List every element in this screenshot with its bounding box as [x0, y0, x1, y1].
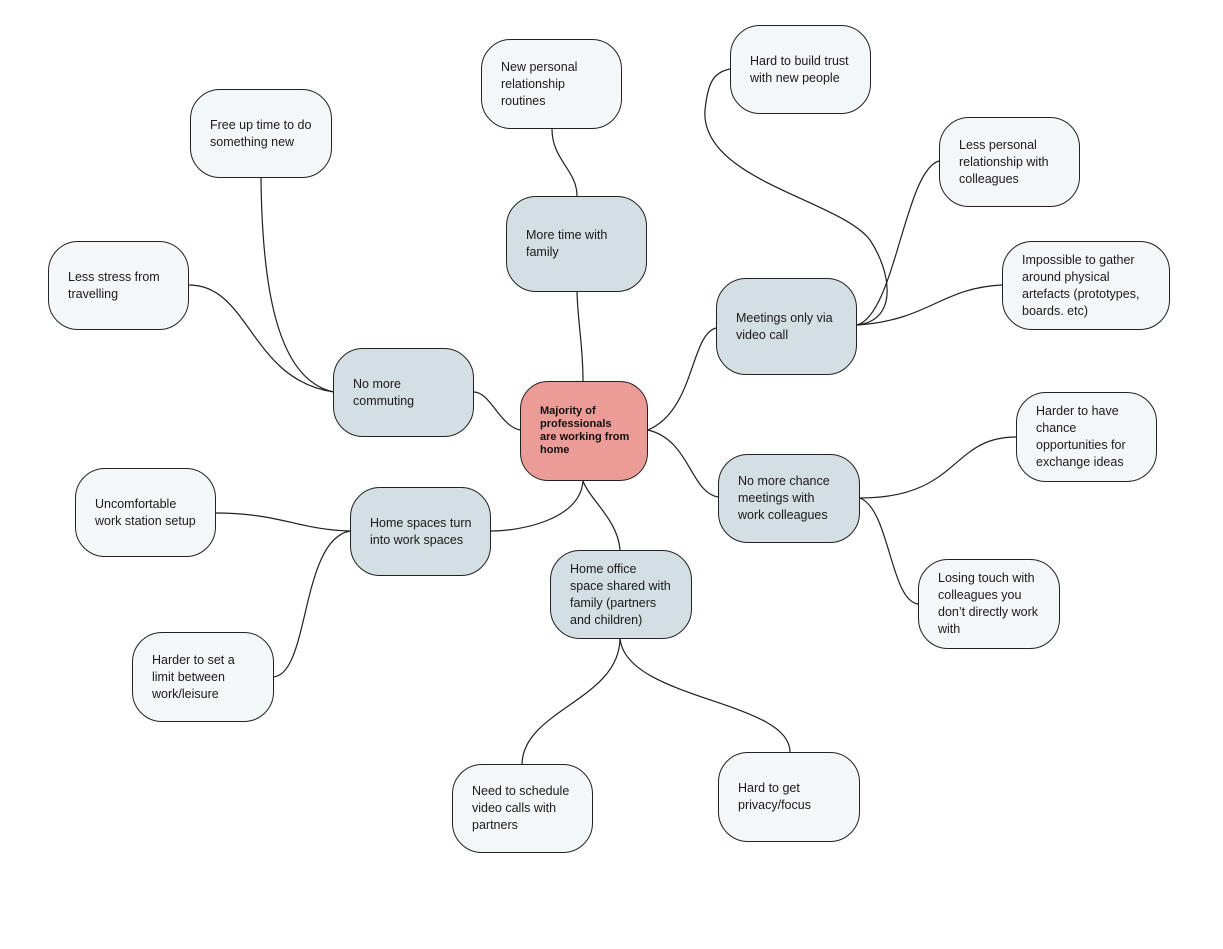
- connector-homespaces-workstation: [214, 512, 351, 532]
- branch-more-time-with-family[interactable]: More time with family: [506, 196, 647, 292]
- connector-chance-exchange: [859, 436, 1017, 499]
- connector-commuting-freetime: [260, 176, 335, 393]
- leaf-relationship-routines[interactable]: New personal relationship routines: [481, 39, 622, 129]
- branch-label: No more commuting: [353, 376, 415, 408]
- branch-label: Meetings only via video call: [736, 310, 833, 342]
- leaf-label: Hard to build trust with new people: [750, 53, 849, 85]
- branch-shared-home-office[interactable]: Home office space shared with family (pa…: [550, 550, 692, 639]
- leaf-schedule-video-calls[interactable]: Need to schedule video calls with partne…: [452, 764, 593, 853]
- connector-shared-schedule: [521, 637, 621, 766]
- leaf-label: Uncomfortable work station setup: [95, 496, 196, 528]
- connector-video-trust: [704, 68, 888, 326]
- connector-center-commuting: [473, 391, 521, 431]
- connector-center-chance: [647, 429, 719, 498]
- branch-label: Home office space shared with family (pa…: [570, 561, 671, 627]
- connector-center-homespaces: [490, 480, 584, 532]
- leaf-label: Impossible to gather around physical art…: [1022, 252, 1140, 318]
- connector-shared-privacy: [619, 637, 791, 753]
- leaf-losing-touch[interactable]: Losing touch with colleagues you don’t d…: [918, 559, 1060, 649]
- connector-homespaces-limit: [272, 530, 351, 678]
- leaf-workstation-setup[interactable]: Uncomfortable work station setup: [75, 468, 216, 557]
- leaf-label: Hard to get privacy/focus: [738, 781, 811, 812]
- leaf-free-up-time[interactable]: Free up time to do something new: [190, 89, 332, 178]
- leaf-label: Harder to set a limit between work/leisu…: [152, 652, 235, 701]
- connector-video-personal: [856, 160, 940, 326]
- connector-center-shared: [582, 480, 621, 551]
- connector-family-routines: [551, 128, 578, 197]
- leaf-physical-artefacts[interactable]: Impossible to gather around physical art…: [1002, 241, 1170, 330]
- leaf-work-leisure-limit[interactable]: Harder to set a limit between work/leisu…: [132, 632, 274, 722]
- leaf-label: Less personal relationship with colleagu…: [959, 137, 1049, 186]
- connector-chance-losing: [859, 497, 919, 605]
- leaf-label: Need to schedule video calls with partne…: [472, 784, 570, 832]
- connector-center-family: [576, 291, 584, 382]
- branch-no-more-commuting[interactable]: No more commuting: [333, 348, 474, 437]
- branch-label: No more chance meetings with work collea…: [738, 474, 830, 522]
- leaf-label: Losing touch with colleagues you don’t d…: [938, 571, 1039, 636]
- center-node-text: Majority of professionals are working fr…: [540, 405, 630, 456]
- branch-no-chance-meetings[interactable]: No more chance meetings with work collea…: [718, 454, 860, 543]
- leaf-less-stress[interactable]: Less stress from travelling: [48, 241, 189, 330]
- branch-home-spaces-work-spaces[interactable]: Home spaces turn into work spaces: [350, 487, 491, 576]
- connector-center-video: [647, 327, 717, 431]
- leaf-label: Less stress from travelling: [68, 269, 160, 301]
- leaf-label: Free up time to do something new: [210, 117, 312, 149]
- leaf-privacy-focus[interactable]: Hard to get privacy/focus: [718, 752, 860, 842]
- center-node[interactable]: Majority of professionals are working fr…: [520, 381, 648, 481]
- branch-meetings-video-call[interactable]: Meetings only via video call: [716, 278, 857, 375]
- leaf-hard-to-build-trust[interactable]: Hard to build trust with new people: [730, 25, 871, 114]
- leaf-less-personal-relationship[interactable]: Less personal relationship with colleagu…: [939, 117, 1080, 207]
- connector-commuting-stress: [188, 284, 335, 393]
- branch-label: More time with family: [526, 228, 608, 259]
- leaf-label: Harder to have chance opportunities for …: [1036, 404, 1126, 469]
- leaf-label: New personal relationship routines: [501, 59, 578, 108]
- branch-label: Home spaces turn into work spaces: [370, 515, 472, 547]
- leaf-exchange-ideas[interactable]: Harder to have chance opportunities for …: [1016, 392, 1157, 482]
- connector-video-artefacts: [856, 284, 1003, 326]
